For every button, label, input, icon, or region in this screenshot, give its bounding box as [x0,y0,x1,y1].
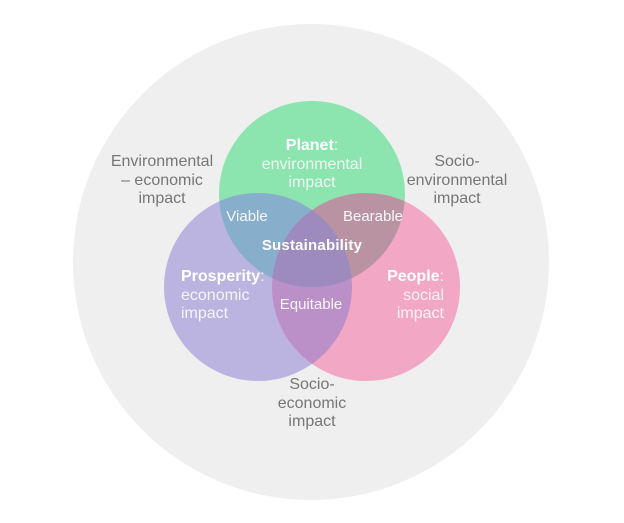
left-label-line1: Environmental [110,153,214,170]
people-circle-label: People: social impact [387,268,444,324]
people-title: People [387,268,440,285]
planet-subtitle-line1: environmental [261,155,363,173]
prosperity-title-colon: : [260,268,265,285]
left-label-line3: impact [138,190,186,207]
prosperity-circle-label: Prosperity: economic impact [181,268,265,324]
planet-title: Planet [285,137,334,154]
bottom-label-line3: impact [288,413,336,430]
sustainability-label: Sustainability [261,236,363,254]
socio-economic-impact-label: Socio- economic impact [278,376,346,432]
planet-title-colon: : [333,137,339,154]
equitable-label: Equitable [279,295,343,313]
prosperity-title-line: Prosperity: [181,268,265,287]
environmental-economic-impact-label: Environmental – economic impact [111,153,213,209]
right-label-line1: Socio- [434,153,480,170]
prosperity-subtitle-line2: impact [181,305,229,322]
bearable-label: Bearable [342,207,404,225]
center-overlap-group [272,193,352,287]
left-label-line2: – economic [121,171,203,189]
people-subtitle-line2: impact [396,305,444,322]
planet-subtitle-line2: impact [288,174,336,191]
socio-environmental-impact-label: Socio- environmental impact [407,153,508,209]
bottom-label-line2: economic [277,394,347,412]
prosperity-subtitle-line1: economic [181,286,250,304]
right-label-line2: environmental [406,171,508,189]
people-title-line: People: [387,268,444,287]
planet-title-line: Planet: [262,137,363,156]
people-subtitle-line1: social [403,286,444,304]
people-title-colon: : [439,268,444,285]
center-overlap-shape [272,193,352,287]
right-label-line3: impact [433,190,481,207]
viable-label: Viable [226,207,268,225]
prosperity-title: Prosperity [181,268,261,285]
planet-circle-label: Planet: environmental impact [262,137,363,193]
bottom-label-line1: Socio- [289,376,335,393]
